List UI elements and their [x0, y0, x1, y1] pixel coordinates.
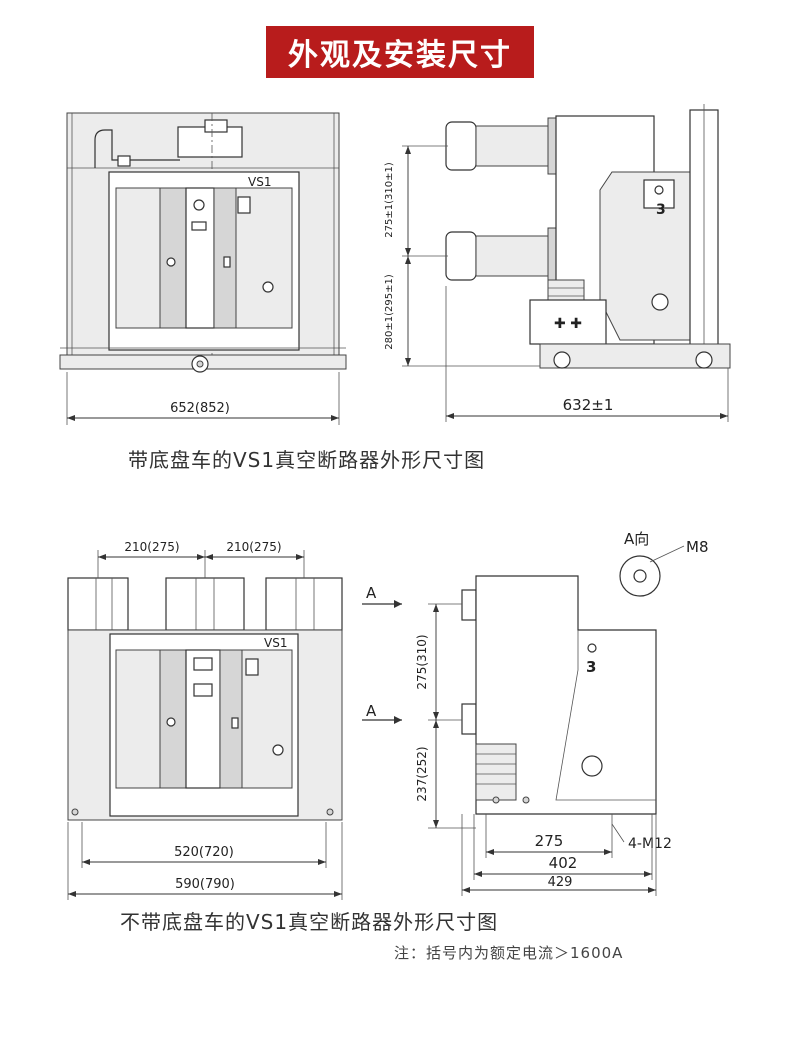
arrow-label-a-top: A [366, 584, 377, 602]
top-side-view: ✚ ✚ 3 275±1(310±1) 280±1(295±1) 632±1 [384, 104, 731, 422]
bolt-label: 4-M12 [628, 836, 672, 852]
top-width-dimension: 652(852) [170, 401, 230, 416]
inner-width-dimension: 520(720) [174, 845, 234, 860]
thread-label: M8 [686, 538, 709, 556]
dimension-402: 402 [549, 854, 578, 872]
pole-spacing-left: 210(275) [124, 540, 179, 554]
top-lower-vertical-dimension: 280±1(295±1) [384, 274, 395, 350]
bottom-front-view: VS1 210(275) 210(275) 520(720) 590(790) [67, 540, 343, 900]
bottom-front-panel-label: VS1 [264, 636, 287, 650]
top-marker-3: 3 [656, 202, 666, 218]
bottom-marker-3: 3 [586, 658, 596, 676]
dimension-275: 275 [535, 832, 564, 850]
page-title: 外观及安装尺寸 [266, 26, 534, 78]
pole-spacing-right: 210(275) [226, 540, 281, 554]
svg-text:✚ ✚: ✚ ✚ [554, 316, 582, 332]
bottom-upper-vertical-dimension: 275(310) [415, 634, 429, 689]
outer-width-dimension: 590(790) [175, 877, 235, 892]
arrow-label-a-bottom: A [366, 702, 377, 720]
top-figure-caption: 带底盘车的VS1真空断路器外形尺寸图 [128, 448, 486, 472]
top-upper-vertical-dimension: 275±1(310±1) [384, 162, 395, 238]
top-front-view: VS1 652(852) [59, 112, 347, 425]
footnote: 注：括号内为额定电流＞1600A [394, 944, 624, 962]
top-front-panel-label: VS1 [248, 175, 271, 189]
top-depth-dimension: 632±1 [563, 396, 614, 414]
bottom-side-view: A A 3 275(310) 237(252) [362, 575, 672, 896]
bottom-lower-vertical-dimension: 237(252) [415, 746, 429, 801]
a-view-detail: A向 M8 [619, 530, 709, 597]
bottom-figure-caption: 不带底盘车的VS1真空断路器外形尺寸图 [120, 910, 499, 934]
dimension-429: 429 [548, 875, 573, 890]
view-a-label: A向 [624, 530, 649, 548]
